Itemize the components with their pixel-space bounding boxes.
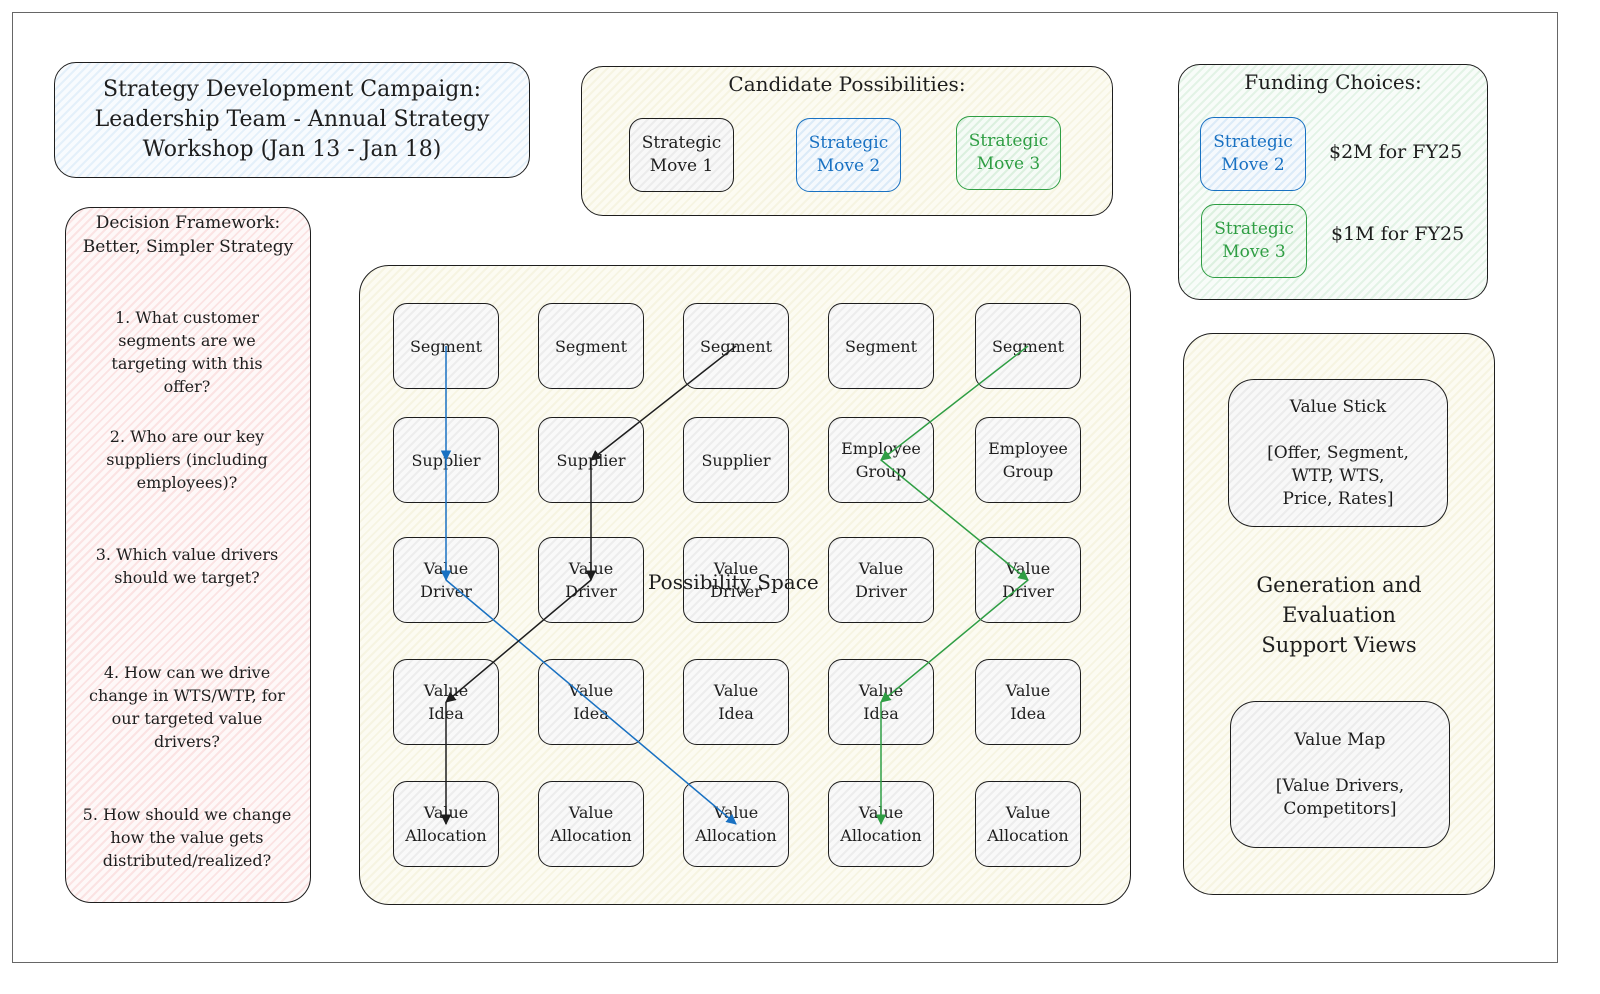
grid-node-r4-c1[interactable]: Value Idea	[393, 659, 499, 745]
grid-node-r3-c4[interactable]: Value Driver	[828, 537, 934, 623]
grid-node-r3-c1[interactable]: Value Driver	[393, 537, 499, 623]
funding-move-2-label: Strategic Move 2	[1213, 132, 1293, 175]
grid-node-r2-c1[interactable]: Supplier	[393, 417, 499, 503]
funding-move-2[interactable]: Strategic Move 2	[1200, 117, 1306, 191]
grid-node-r1-c4[interactable]: Segment	[828, 303, 934, 389]
candidate-possibilities-heading: Candidate Possibilities:	[728, 72, 966, 96]
framework-question-5: 5. How should we change how the value ge…	[82, 805, 292, 870]
funding-amount-move-3: $1M for FY25	[1331, 223, 1465, 245]
grid-node-r3-c2[interactable]: Value Driver	[538, 537, 644, 623]
funding-amount-move-2: $2M for FY25	[1329, 141, 1463, 163]
value-map-label: Value Map [Value Drivers, Competitors]	[1275, 729, 1405, 819]
grid-node-r2-c2[interactable]: Supplier	[538, 417, 644, 503]
grid-node-r4-c2[interactable]: Value Idea	[538, 659, 644, 745]
candidate-move-2-label: Strategic Move 2	[808, 133, 889, 176]
decision-framework-heading: Decision Framework: Better, Simpler Stra…	[82, 213, 294, 257]
grid-node-r4-c3[interactable]: Value Idea	[683, 659, 789, 745]
grid-node-r5-c2[interactable]: Value Allocation	[538, 781, 644, 867]
grid-node-r2-c5[interactable]: Employee Group	[975, 417, 1081, 503]
grid-node-r1-c1[interactable]: Segment	[393, 303, 499, 389]
grid-node-r1-c3[interactable]: Segment	[683, 303, 789, 389]
possibility-space-label: Possibility Space	[648, 570, 819, 594]
value-map-card[interactable]: Value Map [Value Drivers, Competitors]	[1230, 701, 1450, 848]
candidate-move-3-label: Strategic Move 3	[968, 131, 1049, 174]
funding-move-3-label: Strategic Move 3	[1214, 219, 1294, 262]
grid-node-r5-c3[interactable]: Value Allocation	[683, 781, 789, 867]
framework-question-2: 2. Who are our key suppliers (including …	[106, 427, 268, 492]
framework-question-1: 1. What customer segments are we targeti…	[111, 308, 263, 396]
workshop-title: Strategy Development Campaign: Leadershi…	[94, 77, 490, 162]
support-views-heading: Generation and Evaluation Support Views	[1256, 573, 1422, 657]
candidate-move-1[interactable]: Strategic Move 1	[629, 118, 734, 192]
grid-node-r2-c3[interactable]: Supplier	[683, 417, 789, 503]
decision-framework-panel	[65, 207, 311, 903]
grid-node-r4-c4[interactable]: Value Idea	[828, 659, 934, 745]
grid-node-r5-c1[interactable]: Value Allocation	[393, 781, 499, 867]
framework-question-4: 4. How can we drive change in WTS/WTP, f…	[89, 663, 285, 751]
canvas-frame	[12, 12, 1558, 963]
candidate-move-2[interactable]: Strategic Move 2	[796, 118, 901, 192]
value-stick-label: Value Stick [Offer, Segment, WTP, WTS, P…	[1267, 396, 1409, 509]
grid-node-r1-c2[interactable]: Segment	[538, 303, 644, 389]
value-stick-card[interactable]: Value Stick [Offer, Segment, WTP, WTS, P…	[1228, 379, 1448, 527]
framework-question-3: 3. Which value drivers should we target?	[95, 545, 279, 587]
funding-move-3[interactable]: Strategic Move 3	[1201, 204, 1307, 278]
grid-node-r5-c4[interactable]: Value Allocation	[828, 781, 934, 867]
grid-node-r3-c5[interactable]: Value Driver	[975, 537, 1081, 623]
grid-node-r2-c4[interactable]: Employee Group	[828, 417, 934, 503]
candidate-move-3[interactable]: Strategic Move 3	[956, 116, 1061, 190]
grid-node-r4-c5[interactable]: Value Idea	[975, 659, 1081, 745]
grid-node-r1-c5[interactable]: Segment	[975, 303, 1081, 389]
grid-node-r5-c5[interactable]: Value Allocation	[975, 781, 1081, 867]
workshop-title-card: Strategy Development Campaign: Leadershi…	[54, 62, 530, 178]
funding-choices-heading: Funding Choices:	[1244, 70, 1422, 94]
candidate-move-1-label: Strategic Move 1	[641, 133, 722, 176]
